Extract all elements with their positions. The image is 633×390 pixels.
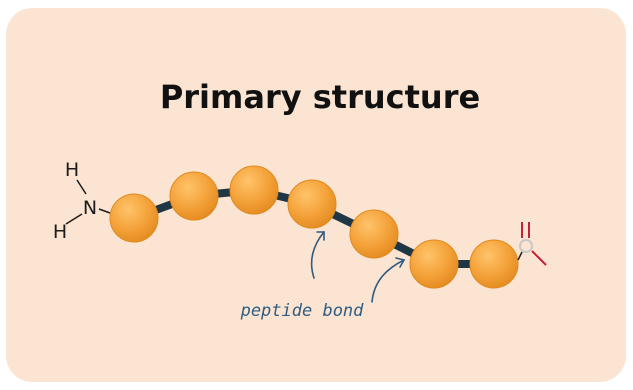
amine-bond-chain: [98, 208, 111, 214]
amino-acid-1: [109, 193, 159, 243]
amine-hydrogen-bottom: H: [53, 221, 67, 243]
peptide-bond-arrow-1: [310, 231, 325, 279]
amine-bond-bottom: [65, 213, 83, 225]
diagram-card: Primary structure H N H: [6, 8, 626, 382]
amino-acid-7: [469, 239, 519, 289]
amine-hydrogen-top: H: [65, 159, 79, 181]
carboxyl-group: [517, 222, 547, 266]
amino-acid-2: [169, 171, 219, 221]
amino-acid-6: [409, 239, 459, 289]
amine-nitrogen: N: [83, 197, 97, 219]
carbon-atom-icon: [519, 239, 533, 253]
primary-structure-diagram: Primary structure H N H: [6, 8, 626, 382]
amino-acid-4: [287, 179, 337, 229]
peptide-bond-label: peptide bond: [240, 301, 365, 321]
amino-acid-3: [229, 165, 279, 215]
annotation-arrows: [310, 231, 406, 303]
amine-bond-top: [76, 179, 87, 195]
amino-acid-chain: [109, 165, 519, 289]
carboxyl-bond-chain: [517, 251, 523, 261]
amine-group: H N H: [53, 159, 111, 243]
amino-acid-5: [349, 209, 399, 259]
hydroxyl-bond: [531, 250, 547, 266]
diagram-title: Primary structure: [160, 78, 480, 116]
arrow-head-1-icon: [316, 231, 325, 241]
arrow-head-2-icon: [395, 257, 406, 268]
peptide-bond-arrow-2: [371, 259, 405, 303]
